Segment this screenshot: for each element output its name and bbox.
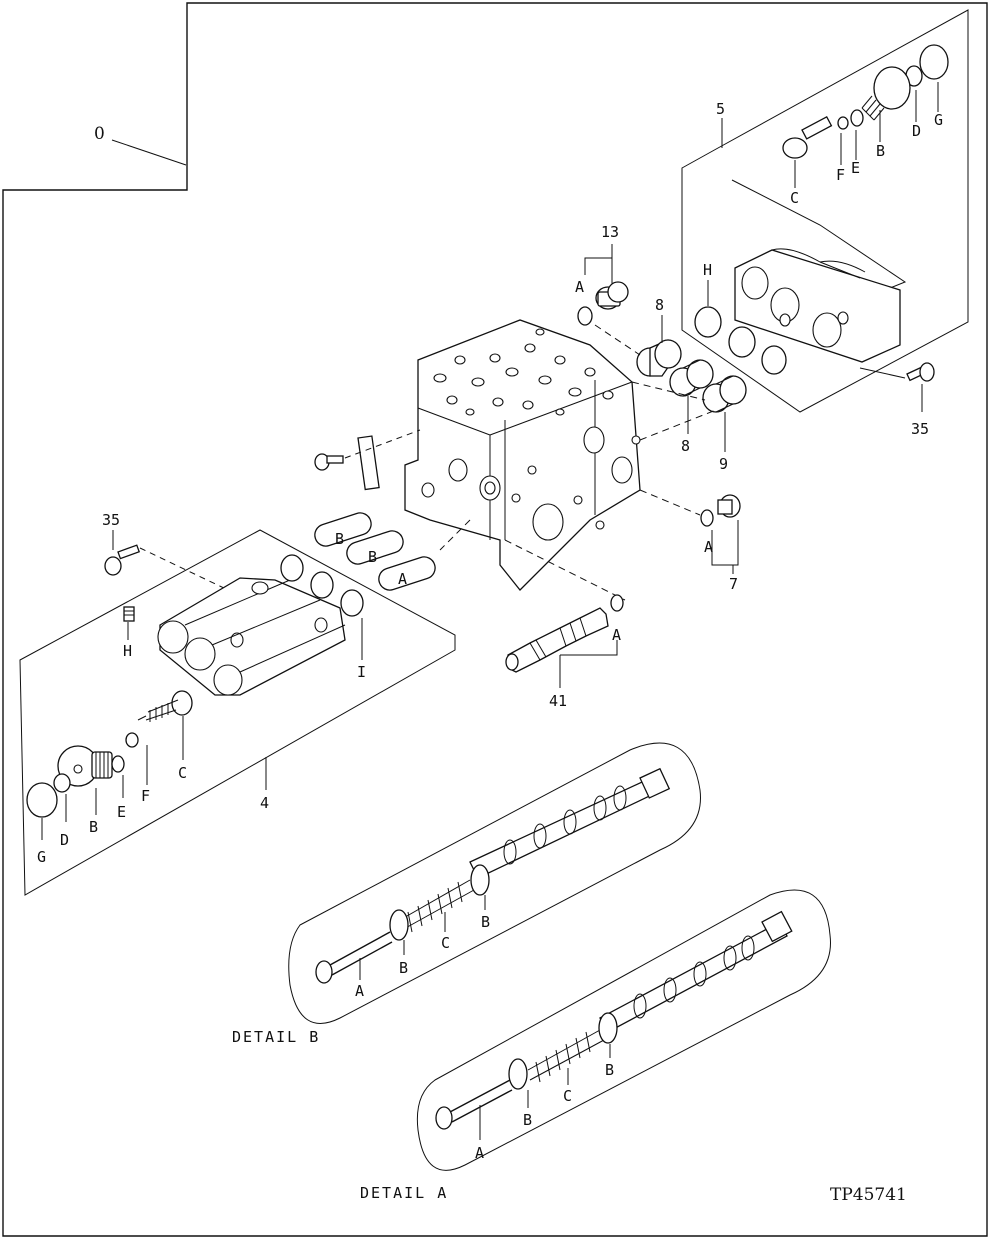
ring-f-right — [837, 116, 849, 130]
seal-b-1 — [314, 512, 372, 547]
poppet-c-left — [137, 690, 193, 722]
plug-13: 13 A — [575, 223, 629, 326]
outline-4 — [19, 529, 456, 896]
label-5: 5 — [716, 100, 725, 118]
label-9: 9 — [719, 455, 728, 473]
letter-h-left: H — [123, 642, 132, 660]
letter-a-13: A — [575, 278, 584, 296]
spool-seals: B B A — [314, 512, 436, 591]
letter-b-seal-1: B — [335, 530, 344, 548]
plug-b-threads — [861, 95, 885, 121]
ring-e-left — [111, 755, 125, 773]
seal-b-2 — [346, 530, 404, 565]
plug-b-right — [873, 66, 911, 110]
letter-d-right: D — [912, 122, 921, 140]
body-bolt — [314, 453, 344, 471]
letter-b-right: B — [876, 142, 885, 160]
oring-i-3 — [340, 589, 364, 617]
detail-b: A B C B — [288, 742, 701, 1024]
caption-detail-b: DETAIL B — [232, 1028, 320, 1046]
document-id: TP45741 — [830, 1185, 907, 1205]
letter-i-left: I — [357, 663, 366, 681]
detail-a: A B C B — [416, 889, 831, 1171]
letter-f-right: F — [836, 166, 845, 184]
letter-g-left: G — [37, 848, 46, 866]
letter-a-detail-a: A — [475, 1144, 484, 1162]
letter-a-detail-b: A — [355, 982, 364, 1000]
letter-a-seal: A — [398, 570, 407, 588]
letter-c-detail-b: C — [441, 934, 450, 952]
housing-right — [734, 248, 901, 363]
label-7: 7 — [729, 575, 738, 593]
letter-b-detail-a-1: B — [523, 1111, 532, 1129]
label-35-left: 35 — [102, 511, 120, 529]
bolt-35-right — [906, 362, 935, 382]
housing-left — [157, 577, 346, 696]
caption-detail-a: DETAIL A — [360, 1184, 448, 1202]
label-8-top: 8 — [655, 296, 664, 314]
oring-a-7 — [700, 509, 714, 527]
bolt-35-left — [104, 544, 141, 576]
valve-body — [314, 319, 641, 591]
oring-h-right-3 — [761, 345, 787, 375]
letter-c-detail-a: C — [563, 1087, 572, 1105]
cap-g-left — [26, 782, 58, 818]
relief-assembly-right: 5 G D B E F C — [681, 9, 969, 438]
detail-b-outline — [288, 742, 701, 1024]
letter-c-right: C — [790, 189, 799, 207]
letter-e-left: E — [117, 803, 126, 821]
label-35-right: 35 — [911, 420, 929, 438]
ring-f-left — [125, 732, 139, 748]
letter-b-seal-2: B — [368, 548, 377, 566]
oring-a-41 — [610, 594, 624, 612]
oring-h-right-2 — [728, 326, 756, 358]
letter-a-7: A — [704, 538, 713, 556]
seal-a — [378, 556, 436, 591]
plug-7: A 7 — [700, 494, 741, 593]
letter-b-detail-b-1: B — [399, 959, 408, 977]
gasket-plate — [357, 435, 380, 491]
oring-i-2 — [310, 571, 334, 599]
leader-0 — [111, 139, 187, 166]
letter-b-detail-a-2: B — [605, 1061, 614, 1079]
letter-e-right: E — [851, 159, 860, 177]
label-8-bottom: 8 — [681, 437, 690, 455]
detail-a-outline — [416, 889, 831, 1171]
alignment-lines — [439, 324, 717, 601]
spool-41: A 41 — [505, 594, 624, 710]
letter-d-left: D — [60, 831, 69, 849]
sleeves-8-9: 8 8 9 — [636, 296, 747, 473]
oring-i-1 — [280, 554, 304, 582]
letter-b-left: B — [89, 818, 98, 836]
letter-b-detail-b-2: B — [481, 913, 490, 931]
letter-c-left: C — [178, 764, 187, 782]
detail-b-spool — [315, 767, 671, 984]
label-4: 4 — [260, 794, 269, 812]
oring-a-13 — [577, 306, 593, 326]
nut-d-left — [53, 773, 71, 793]
relief-assembly-left: 4 35 H — [19, 511, 456, 896]
outline-5 — [681, 9, 969, 413]
body-top-holes — [433, 328, 614, 416]
letter-h-right: H — [703, 261, 712, 279]
letter-f-left: F — [141, 787, 150, 805]
label-13: 13 — [601, 223, 619, 241]
cap-g-right — [919, 44, 949, 80]
label-41: 41 — [549, 692, 567, 710]
letter-g-right: G — [934, 111, 943, 129]
screw-h-left — [123, 606, 135, 622]
poppet-c-right — [782, 115, 833, 159]
letter-a-41: A — [612, 626, 621, 644]
label-assembly-0: 0 — [94, 124, 105, 144]
oring-h-right-1 — [694, 306, 722, 338]
detail-a-spool — [435, 910, 793, 1130]
ring-e-right — [850, 109, 864, 127]
plug-b-left — [57, 745, 113, 787]
